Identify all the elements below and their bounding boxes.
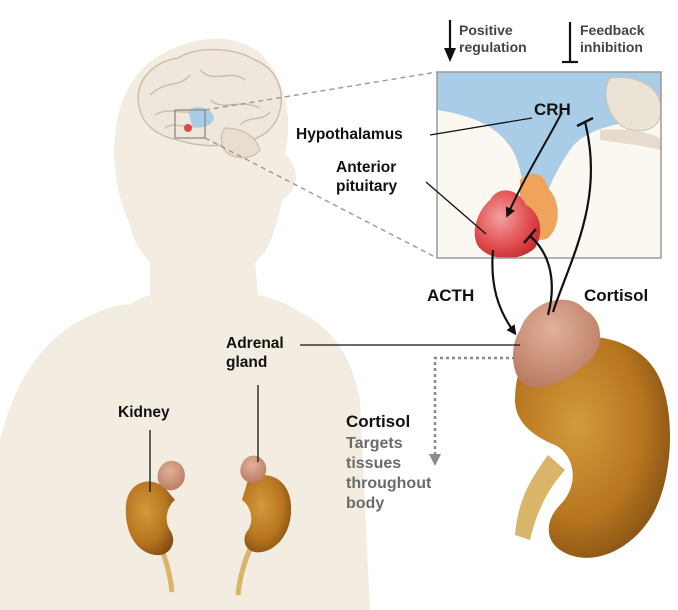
adrenal-gland-line2: gland <box>226 354 268 371</box>
cortisol-to-pituitary-inhibition <box>529 235 553 316</box>
adrenal-gland-left <box>157 460 185 491</box>
kidney-label: Kidney <box>118 404 170 421</box>
adrenal-gland-large <box>513 299 600 388</box>
targets-line3: throughout <box>346 475 432 492</box>
cortisol-targets-text: Targets tissues throughout body <box>346 434 431 514</box>
legend-feedback-line2: inhibition <box>580 39 643 55</box>
label-pointer-lines <box>149 117 533 492</box>
cortisol-feedback-label: Cortisol <box>584 286 649 305</box>
acth-label: ACTH <box>427 286 475 305</box>
adrenal-gland-label: Adrenal gland <box>226 334 284 372</box>
targets-line2: tissues <box>346 455 402 472</box>
anterior-pituitary-label: Anterior pituitary <box>336 158 397 196</box>
kidney-large <box>515 336 670 558</box>
legend-positive-line2: regulation <box>459 39 527 55</box>
adrenal-gland-right <box>240 455 267 483</box>
targets-line1: Targets <box>346 435 403 452</box>
crh-label: CRH <box>534 100 571 119</box>
hypothalamus-region <box>437 72 661 214</box>
cortisol-target-title: Cortisol <box>346 412 411 431</box>
arrow-down-icon <box>444 20 456 62</box>
kidney-right <box>242 475 292 553</box>
legend-feedback-label: Feedback inhibition <box>580 22 645 56</box>
zoom-connector-lines <box>204 71 438 259</box>
anterior-pituitary-line1: Anterior <box>336 159 397 176</box>
kidney-left <box>125 481 175 556</box>
legend-feedback-line1: Feedback <box>580 22 645 38</box>
cortisol-to-hypothalamus-inhibition <box>551 121 593 313</box>
hypothalamus-pituitary-inset <box>436 71 662 259</box>
legend-positive-line1: Positive <box>459 22 513 38</box>
adrenal-gland-line1: Adrenal <box>226 335 284 352</box>
crh-to-pituitary-arrow <box>505 111 563 218</box>
hypothalamus-label: Hypothalamus <box>296 126 403 143</box>
hormone-flow-arrows <box>491 116 594 336</box>
anterior-pituitary-gland <box>474 190 541 258</box>
large-kidney-adrenal <box>513 299 670 558</box>
brain <box>137 48 282 159</box>
anterior-pituitary-line2: pituitary <box>336 178 398 195</box>
cortisol-target-arrow <box>429 356 515 466</box>
targets-line4: body <box>346 495 385 512</box>
acth-arrow <box>491 249 517 336</box>
legend-positive-label: Positive regulation <box>459 22 527 56</box>
inhibition-bar-icon <box>562 22 578 64</box>
small-kidneys <box>125 455 292 596</box>
